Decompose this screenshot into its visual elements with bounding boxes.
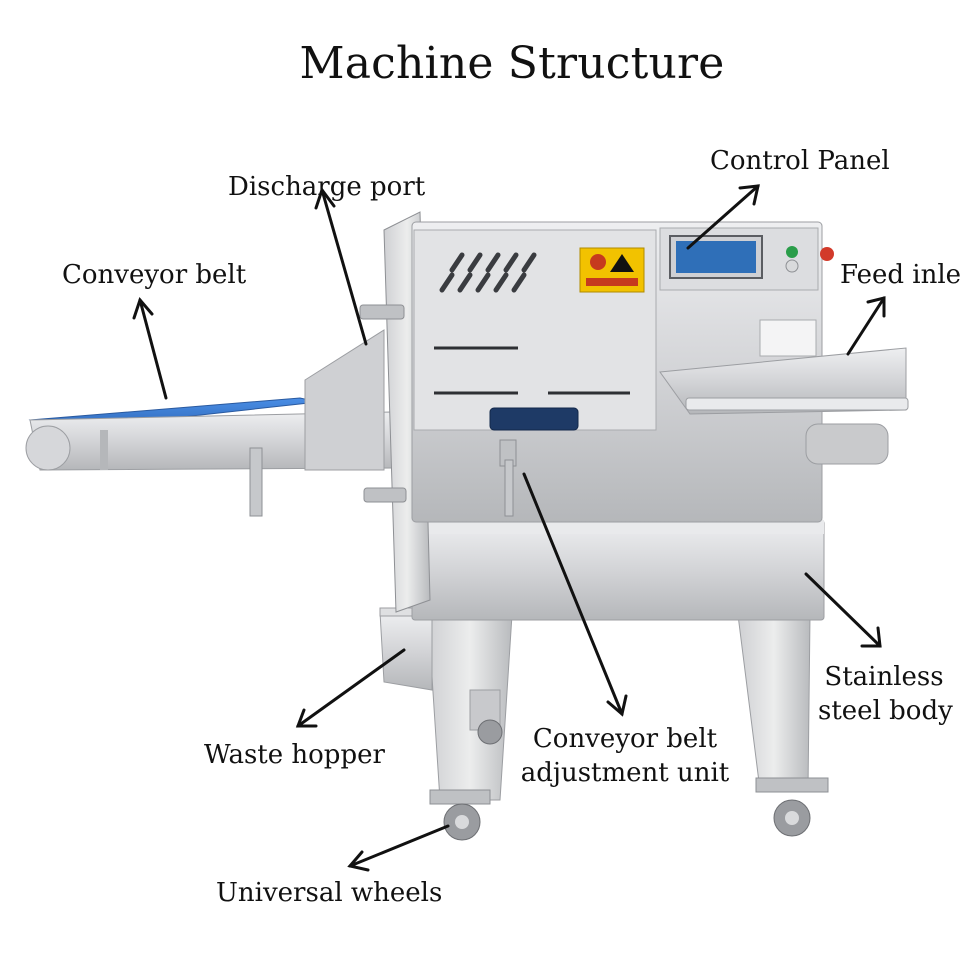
control-panel	[660, 228, 834, 290]
main-housing	[412, 222, 908, 522]
label-stainless-steel-body-line1: Stainless	[818, 660, 950, 694]
label-stainless-steel-body-line2: steel body	[818, 694, 950, 728]
label-stainless-steel-body: Stainless steel body	[818, 660, 950, 728]
label-universal-wheels: Universal wheels	[216, 876, 442, 910]
label-feed-inlet: Feed inlet	[840, 258, 960, 292]
label-conveyor-belt-adjustment-line1: Conveyor belt	[520, 722, 730, 756]
warning-label	[580, 248, 644, 292]
label-conveyor-belt-adjustment-unit: Conveyor belt adjustment unit	[520, 722, 730, 790]
label-control-panel: Control Panel	[710, 144, 890, 178]
discharge-port	[305, 212, 430, 612]
stainless-steel-body	[412, 520, 824, 620]
label-waste-hopper: Waste hopper	[204, 738, 385, 772]
label-discharge-port: Discharge port	[228, 170, 425, 204]
label-conveyor-belt: Conveyor belt	[62, 258, 246, 292]
label-conveyor-belt-adjustment-line2: adjustment unit	[520, 756, 730, 790]
nameplate	[760, 320, 816, 356]
